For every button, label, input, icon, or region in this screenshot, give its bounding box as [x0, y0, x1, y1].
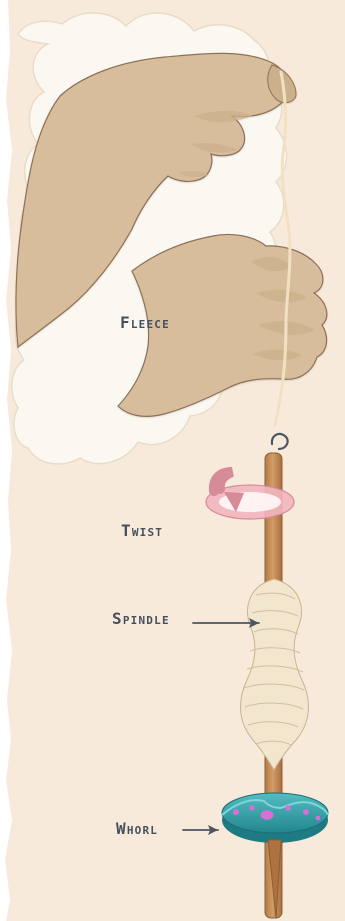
whorl-dot-5 [303, 809, 309, 815]
whorl-dot-2 [249, 805, 254, 810]
whorl-dot-3 [261, 810, 274, 820]
whorl-disc [222, 793, 328, 843]
label-fleece: Fleece [120, 313, 170, 332]
whorl-dot-6 [316, 816, 321, 821]
label-spindle: Spindle [112, 609, 170, 628]
whorl-dot-4 [285, 805, 291, 811]
label-twist: Twist [121, 521, 163, 540]
label-whorl: Whorl [116, 819, 158, 838]
whorl-dot-1 [233, 809, 239, 815]
